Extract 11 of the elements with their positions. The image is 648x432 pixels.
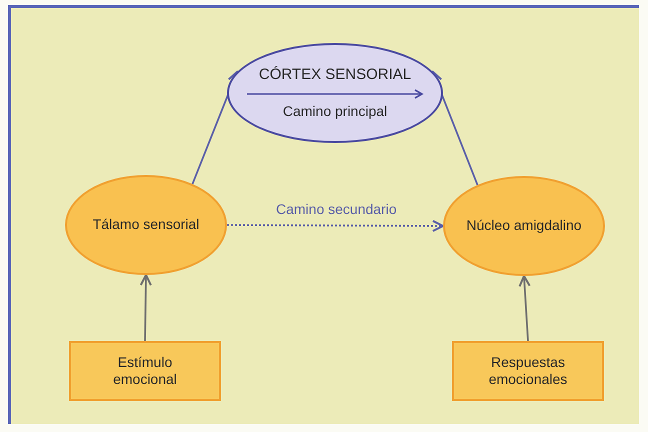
arrow bbox=[140, 274, 152, 342]
node-label: Núcleo amigdalino bbox=[466, 217, 582, 235]
node-label: Estímulo emocional bbox=[112, 354, 178, 388]
arrow bbox=[518, 275, 531, 342]
node-label: Camino principal bbox=[282, 102, 388, 120]
node-label: Tálamo sensorial bbox=[92, 216, 200, 234]
arrow bbox=[227, 220, 444, 232]
node-label: Respuestas emocionales bbox=[488, 354, 568, 388]
node-title: CÓRTEX SENSORIAL bbox=[258, 66, 412, 85]
stimulus-box bbox=[69, 341, 221, 401]
response-box bbox=[452, 341, 604, 401]
